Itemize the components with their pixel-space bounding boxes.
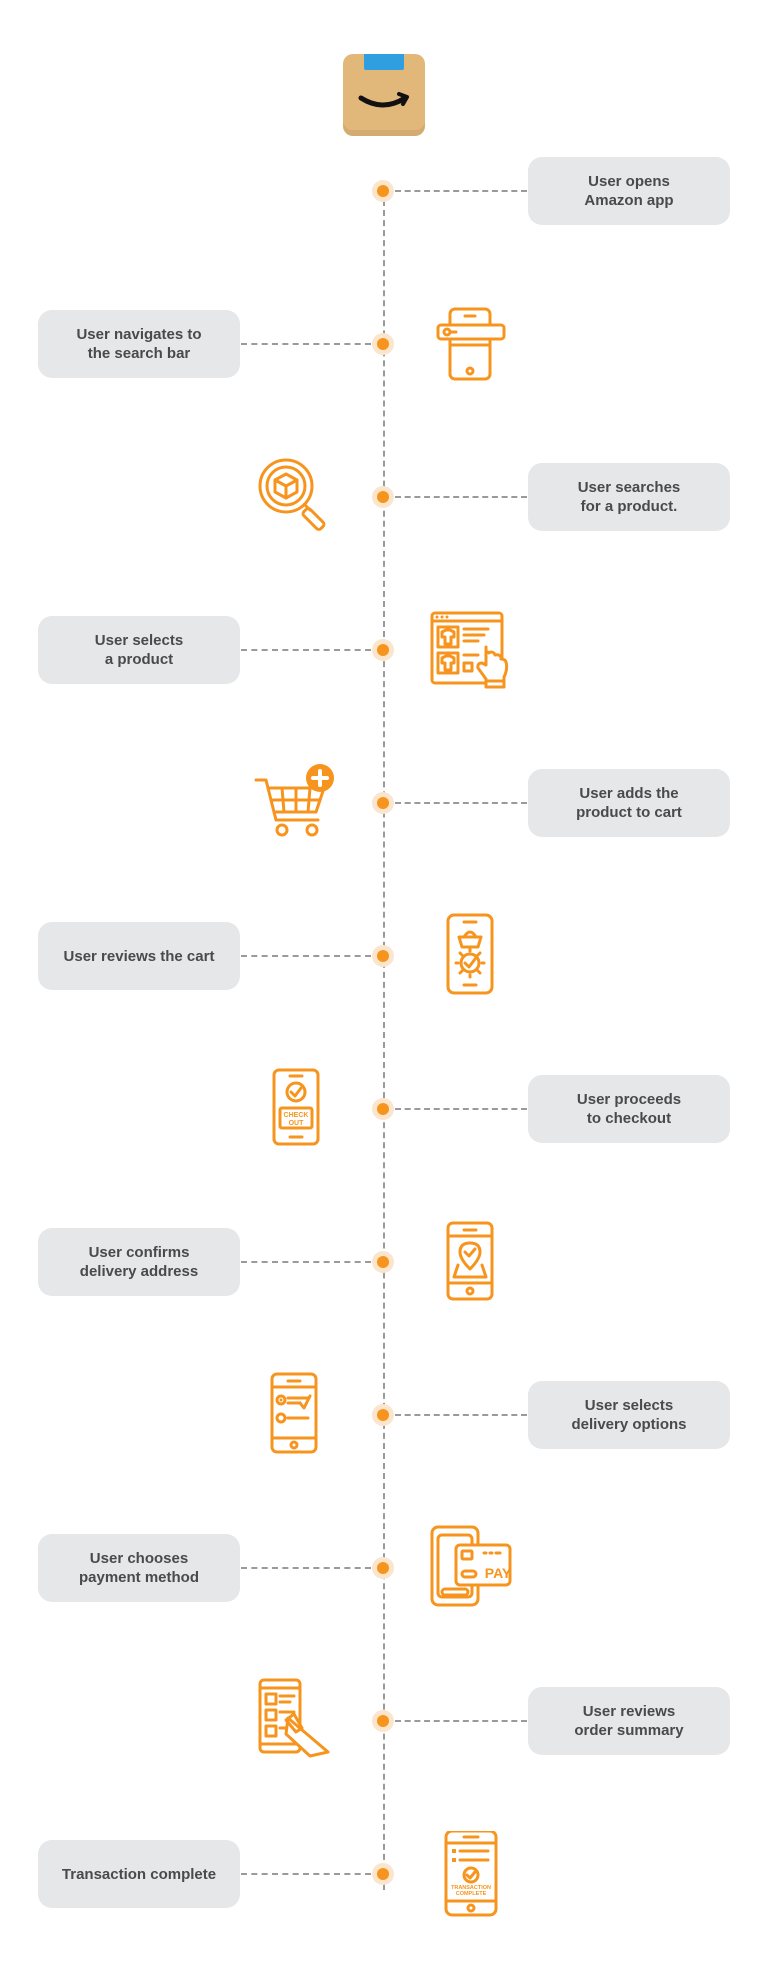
- step-label: User navigates to the search bar: [38, 310, 240, 378]
- step-add-to-cart: User adds the product to cart: [0, 764, 768, 838]
- step-label: User reviews order summary: [528, 1687, 730, 1755]
- timeline-dot: [372, 792, 394, 814]
- transaction-text: COMPLETE: [456, 1891, 487, 1897]
- connector: [395, 1108, 527, 1110]
- step-label: User adds the product to cart: [528, 769, 730, 837]
- step-label: Transaction complete: [38, 1840, 240, 1908]
- step-delivery-options: User selects delivery options: [0, 1372, 768, 1454]
- step-label: User chooses payment method: [38, 1534, 240, 1602]
- step-label: User proceeds to checkout: [528, 1075, 730, 1143]
- timeline-dot: [372, 639, 394, 661]
- step-review-cart: User reviews the cart: [0, 913, 768, 995]
- product-page-tap-icon: [428, 607, 514, 693]
- smile-arrow-icon: [358, 92, 409, 108]
- connector: [395, 802, 527, 804]
- connector: [241, 955, 371, 957]
- timeline-dot: [372, 945, 394, 967]
- timeline-dot: [372, 180, 394, 202]
- step-payment-method: User chooses payment method PAY: [0, 1525, 768, 1607]
- step-label: User opens Amazon app: [528, 157, 730, 225]
- timeline-line: [383, 190, 385, 1890]
- step-label: User confirms delivery address: [38, 1228, 240, 1296]
- checkout-text: OUT: [289, 1120, 305, 1127]
- phone-search-bar-icon: [428, 301, 514, 387]
- connector: [241, 1261, 371, 1263]
- step-confirm-address: User confirms delivery address: [0, 1221, 768, 1301]
- timeline-dot: [372, 1098, 394, 1120]
- step-transaction-complete: Transaction complete TRANSACTION COMPLET…: [0, 1829, 768, 1917]
- timeline-dot: [372, 1710, 394, 1732]
- timeline-dot: [372, 1251, 394, 1273]
- timeline-dot: [372, 333, 394, 355]
- step-label: User selects delivery options: [528, 1381, 730, 1449]
- step-open-app: User opens Amazon app: [0, 156, 768, 226]
- step-select-product: User selects a product: [0, 611, 768, 689]
- step-proceed-checkout: User proceeds to checkout CHECK OUT: [0, 1068, 768, 1146]
- phone-location-icon: [428, 1219, 514, 1305]
- connector: [395, 1414, 527, 1416]
- cart-add-icon: [252, 760, 338, 846]
- timeline-dot: [372, 486, 394, 508]
- step-label: User reviews the cart: [38, 922, 240, 990]
- step-label: User selects a product: [38, 616, 240, 684]
- connector: [395, 190, 527, 192]
- phone-checkout-icon: CHECK OUT: [252, 1066, 338, 1152]
- connector: [395, 1720, 527, 1722]
- magnifier-box-icon: [252, 454, 338, 540]
- connector: [241, 649, 371, 651]
- phone-transaction-complete-icon: TRANSACTION COMPLETE: [428, 1829, 514, 1917]
- phone-basket-check-icon: [428, 913, 514, 999]
- connector: [395, 496, 527, 498]
- tablet-review-icon: [252, 1678, 338, 1764]
- connector: [241, 1567, 371, 1569]
- pay-text: PAY: [485, 1565, 512, 1581]
- step-search-product: User searches for a product.: [0, 458, 768, 532]
- timeline-dot: [372, 1404, 394, 1426]
- connector: [241, 1873, 371, 1875]
- transaction-text: TRANSACTION: [451, 1885, 491, 1891]
- step-navigate-search: User navigates to the search bar: [0, 307, 768, 381]
- timeline-dot: [372, 1557, 394, 1579]
- connector: [241, 343, 371, 345]
- timeline-dot: [372, 1863, 394, 1885]
- phone-pay-card-icon: PAY: [428, 1525, 514, 1611]
- checkout-text: CHECK: [284, 1112, 309, 1119]
- phone-delivery-options-icon: [252, 1372, 338, 1458]
- amazon-app-logo: [343, 54, 425, 136]
- logo-tape: [364, 54, 404, 70]
- step-label: User searches for a product.: [528, 463, 730, 531]
- step-order-summary: User reviews order summary: [0, 1678, 768, 1758]
